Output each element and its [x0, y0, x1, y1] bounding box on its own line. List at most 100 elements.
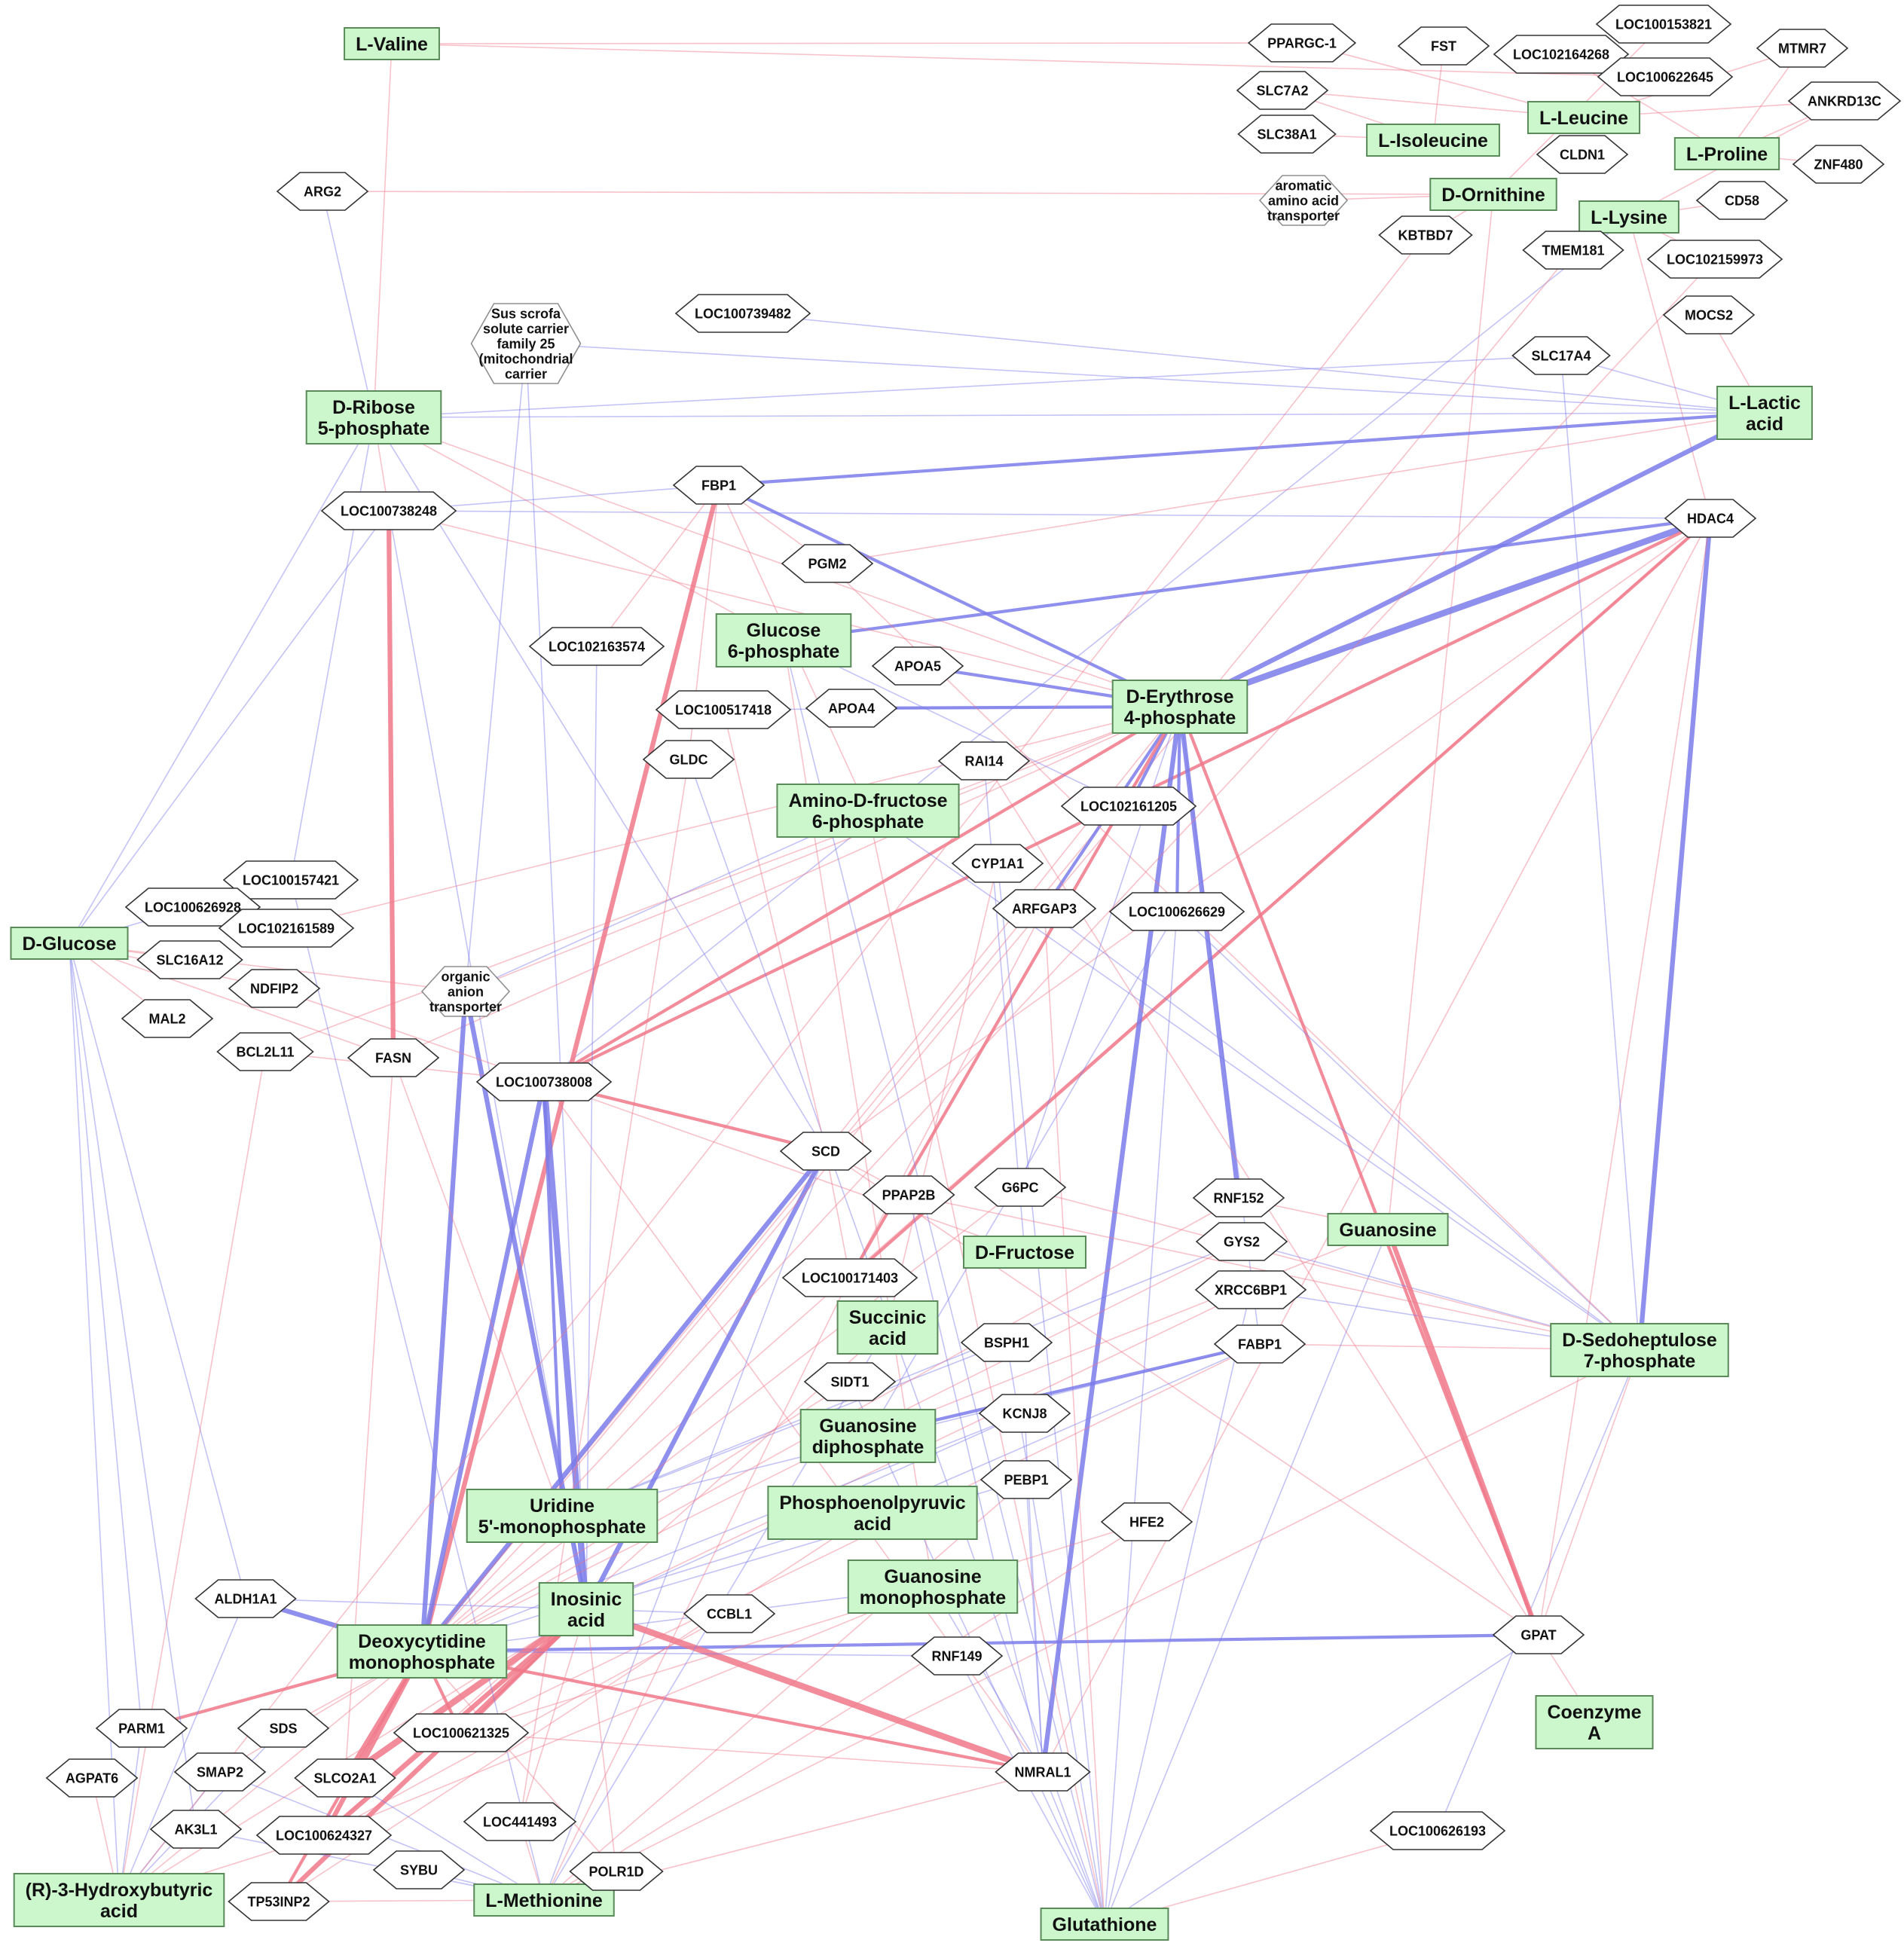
gene-node-loc153821[interactable]: LOC100153821: [1595, 5, 1732, 44]
gene-node-gpat[interactable]: GPAT: [1492, 1615, 1585, 1654]
gene-node-aldh1a1[interactable]: ALDH1A1: [194, 1579, 297, 1618]
metabolite-node-liso[interactable]: L-Isoleucine: [1366, 124, 1500, 157]
gene-node-loc621325[interactable]: LOC100621325: [393, 1713, 530, 1752]
gene-node-sybu[interactable]: SYBU: [372, 1850, 466, 1889]
gene-node-slc38a1[interactable]: SLC38A1: [1237, 115, 1337, 154]
gene-node-rai14[interactable]: RAI14: [937, 741, 1031, 781]
gene-node-loc441493[interactable]: LOC441493: [463, 1802, 577, 1841]
gene-node-fst[interactable]: FST: [1397, 26, 1490, 66]
gene-node-ndfip2[interactable]: NDFIP2: [228, 969, 321, 1008]
gene-node-kcnj8[interactable]: KCNJ8: [978, 1394, 1071, 1433]
metabolite-node-lval[interactable]: L-Valine: [344, 27, 440, 60]
gene-node-tmem181[interactable]: TMEM181: [1522, 231, 1624, 270]
gene-node-znf480[interactable]: ZNF480: [1792, 145, 1885, 184]
gene-node-fbp1[interactable]: FBP1: [672, 466, 766, 505]
gene-node-kbtbd7[interactable]: KBTBD7: [1378, 215, 1473, 255]
gene-node-hdac4[interactable]: HDAC4: [1664, 499, 1757, 538]
gene-node-cd58[interactable]: CD58: [1695, 181, 1789, 220]
gene-node-cldn1[interactable]: CLDN1: [1536, 135, 1629, 174]
gene-node-mtmr7[interactable]: MTMR7: [1756, 29, 1849, 68]
gene-node-rnf152[interactable]: RNF152: [1192, 1178, 1285, 1217]
gene-node-apoa5[interactable]: APOA5: [871, 646, 964, 686]
gene-node-tp53inp2[interactable]: TP53INP2: [228, 1882, 330, 1921]
metabolite-node-lpro[interactable]: L-Proline: [1673, 137, 1780, 170]
gene-node-pebp1[interactable]: PEBP1: [980, 1460, 1073, 1499]
gene-node-loc626629[interactable]: LOC100626629: [1108, 892, 1245, 931]
gene-node-cyp1a1[interactable]: CYP1A1: [951, 844, 1044, 883]
gene-node-loc626928[interactable]: LOC100626928: [124, 887, 261, 927]
gene-node-bcl2l11[interactable]: BCL2L11: [216, 1032, 314, 1071]
metabolite-node-gsh[interactable]: Glutathione: [1040, 1908, 1169, 1941]
gene-node-g6pc[interactable]: G6PC: [973, 1168, 1067, 1207]
gene-node-nmral1[interactable]: NMRAL1: [995, 1752, 1091, 1792]
gene-node-loc738248[interactable]: LOC100738248: [320, 491, 457, 530]
gene-node-loc738008[interactable]: LOC100738008: [475, 1062, 613, 1101]
gene-node-gldc[interactable]: GLDC: [642, 740, 735, 779]
gene-node-loc626193[interactable]: LOC100626193: [1369, 1811, 1506, 1850]
gene-node-apoa4[interactable]: APOA4: [805, 689, 898, 728]
gene-node-slco2a1[interactable]: SLCO2A1: [294, 1758, 396, 1798]
gene-node-loc517418[interactable]: LOC100517418: [655, 690, 792, 729]
gene-node-parm1[interactable]: PARM1: [95, 1709, 188, 1748]
gene-node-ppargc1[interactable]: PPARGC-1: [1247, 23, 1357, 63]
gene-node-pgm2[interactable]: PGM2: [781, 544, 874, 583]
gene-node-bsph1[interactable]: BSPH1: [960, 1323, 1053, 1362]
metabolite-node-lleu[interactable]: L-Leucine: [1527, 101, 1641, 134]
gene-node-sidt1[interactable]: SIDT1: [803, 1362, 897, 1401]
gene-node-slc16a12[interactable]: SLC16A12: [136, 940, 243, 979]
gene-node-polr1d[interactable]: POLR1D: [569, 1852, 664, 1891]
gene-node-slc17a4[interactable]: SLC17A4: [1511, 336, 1611, 375]
metabolite-node-dfru[interactable]: D-Fructose: [963, 1236, 1086, 1269]
gene-node-loc163574[interactable]: LOC102163574: [528, 627, 665, 666]
gene-node-ppap2b[interactable]: PPAP2B: [862, 1175, 955, 1214]
metabolite-node-dorn[interactable]: D-Ornithine: [1429, 178, 1557, 211]
gene-node-slc7a2[interactable]: SLC7A2: [1236, 71, 1329, 110]
gene-node-agpat6[interactable]: AGPAT6: [45, 1758, 139, 1798]
gene-node-mocs2[interactable]: MOCS2: [1662, 295, 1756, 335]
gene-node-arg2[interactable]: ARG2: [276, 172, 369, 211]
metabolite-node-guo[interactable]: Guanosine: [1327, 1213, 1449, 1246]
gene-node-loc624327[interactable]: LOC100624327: [255, 1816, 393, 1855]
gene-node-loc622645[interactable]: LOC100622645: [1597, 57, 1734, 96]
metabolite-node-lmet[interactable]: L-Methionine: [473, 1883, 615, 1917]
gene-node-loc161589[interactable]: LOC102161589: [218, 909, 355, 948]
gene-node-loc157421[interactable]: LOC100157421: [222, 860, 359, 900]
gene-node-loc171403[interactable]: LOC100171403: [781, 1258, 918, 1297]
gene-node-ccbl1[interactable]: CCBL1: [683, 1594, 776, 1633]
gene-node-fasn[interactable]: FASN: [347, 1038, 440, 1077]
gene-node-xrcc6bp1[interactable]: XRCC6BP1: [1194, 1270, 1307, 1309]
gene-node-gys2[interactable]: GYS2: [1195, 1222, 1288, 1261]
gene-node-loc161205[interactable]: LOC102161205: [1060, 787, 1197, 826]
metabolite-node-llys[interactable]: L-Lysine: [1579, 200, 1679, 234]
metabolite-node-dglu[interactable]: D-Glucose: [10, 927, 129, 960]
gene-node-smap2[interactable]: SMAP2: [173, 1752, 267, 1792]
gene-node-rnf149[interactable]: RNF149: [910, 1636, 1004, 1676]
gene-node-sds[interactable]: SDS: [237, 1709, 330, 1748]
gene-node-scd[interactable]: SCD: [779, 1132, 873, 1171]
gene-node-hfe2[interactable]: HFE2: [1100, 1502, 1193, 1541]
gene-node-arfgap3[interactable]: ARFGAP3: [992, 889, 1097, 928]
gene-node-ak3l1[interactable]: AK3L1: [149, 1810, 243, 1849]
gene-node-ankrd13c[interactable]: ANKRD13C: [1787, 81, 1902, 121]
gene-node-loc164268[interactable]: LOC102164268: [1493, 35, 1630, 74]
gene-node-loc739482[interactable]: LOC100739482: [674, 294, 811, 333]
gene-node-loc159973[interactable]: LOC102159973: [1646, 240, 1783, 279]
gene-node-fabp1[interactable]: FABP1: [1213, 1324, 1307, 1364]
